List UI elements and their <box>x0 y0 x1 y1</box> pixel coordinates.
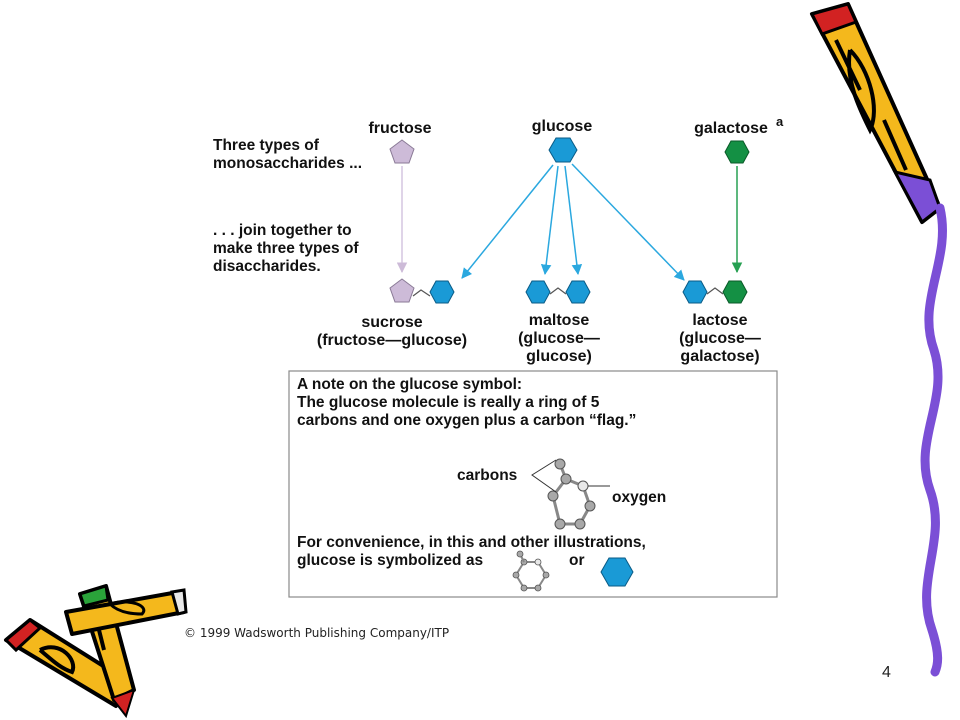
glucose-hexagon-symbol-icon <box>600 557 634 587</box>
note-title: A note on the glucose symbol: <box>297 376 523 393</box>
maltose-parts-line2: glucose) <box>526 348 592 365</box>
copyright-text: © 1999 Wadsworth Publishing Company/ITP <box>184 626 450 640</box>
glucose-ring-molecule-icon <box>547 458 596 530</box>
galactose-label: galactose <box>694 120 768 137</box>
maltose-name: maltose <box>529 312 590 329</box>
lactose-parts-line2: galactose) <box>680 348 759 365</box>
glucose-label: glucose <box>532 118 593 135</box>
intro-text: Three types of monosaccharides ... <box>213 137 362 173</box>
glucose-to-lactose-arrow <box>571 163 685 281</box>
sucrose-symbol <box>389 278 455 304</box>
glucose-to-sucrose-arrow <box>461 164 554 279</box>
sucrose-parts: (fructose—glucose) <box>317 332 467 349</box>
or-word: or <box>569 552 585 569</box>
join-line-1: . . . join together to <box>213 222 352 239</box>
note-heading: A note on the glucose symbol: The glucos… <box>297 376 636 430</box>
intro-line-1: Three types of <box>213 137 319 154</box>
maltose-parts-line1: (glucose— <box>518 330 600 347</box>
note-footer-line-1: For convenience, in this and other illus… <box>297 534 646 551</box>
oxygen-label: oxygen <box>612 489 667 506</box>
sucrose-name: sucrose <box>361 314 422 331</box>
carbons-pointer <box>531 459 557 493</box>
fructose-pentagon-icon <box>389 139 415 164</box>
page-number: 4 <box>882 664 891 681</box>
fructose-label: fructose <box>368 120 431 137</box>
lactose-symbol <box>682 280 748 304</box>
galactose-hexagon-icon <box>724 140 750 164</box>
glucose-to-maltose-left-arrow <box>540 165 559 276</box>
galactose-superscript: a <box>776 114 784 129</box>
note-box <box>288 370 778 598</box>
lactose-parts-line1: (glucose— <box>679 330 761 347</box>
pencils-bottom-left-icon <box>3 584 188 719</box>
join-line-2: make three types of <box>213 240 359 257</box>
glucose-hexagon-icon <box>548 137 578 163</box>
intro-line-2: monosaccharides ... <box>213 155 363 172</box>
join-text: . . . join together to make three types … <box>213 222 359 276</box>
carbons-label: carbons <box>457 467 518 484</box>
glucose-ring-small-icon <box>512 550 550 592</box>
note-footer-line-2: glucose is symbolized as <box>297 552 484 569</box>
note-line-2: carbons and one oxygen plus a carbon “fl… <box>297 412 637 429</box>
note-footer: For convenience, in this and other illus… <box>297 534 646 570</box>
pencil-top-right-icon <box>809 2 947 677</box>
maltose-symbol <box>525 280 591 304</box>
note-line-1: The glucose molecule is really a ring of… <box>297 394 600 411</box>
lactose-name: lactose <box>692 312 747 329</box>
glucose-to-maltose-right-arrow <box>564 165 583 276</box>
join-line-3: disaccharides. <box>213 258 321 275</box>
